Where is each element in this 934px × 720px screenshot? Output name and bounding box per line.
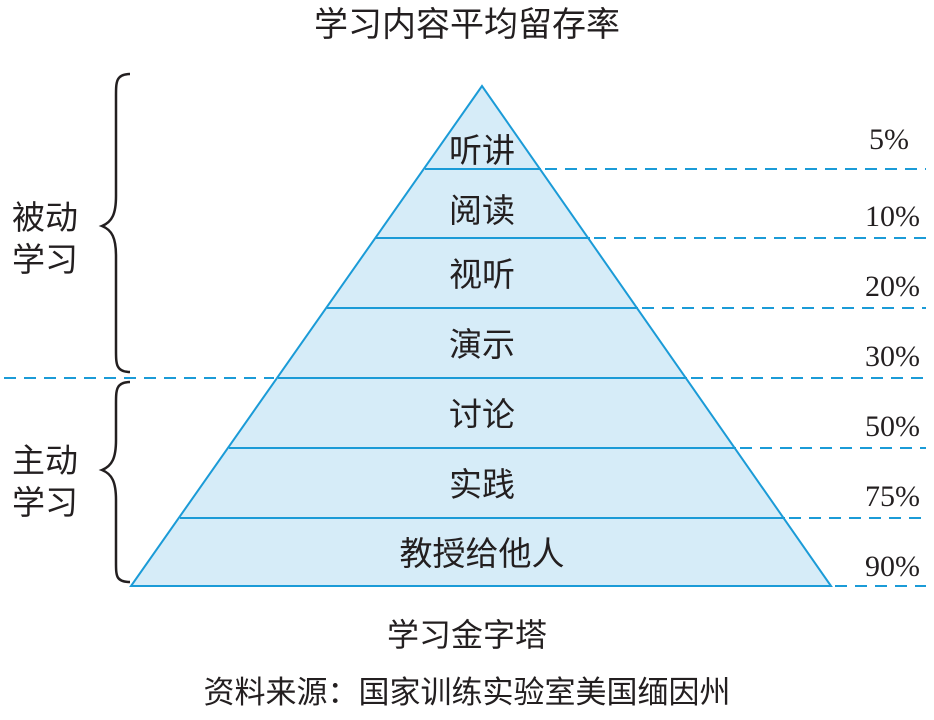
- layer-label: 视听: [449, 255, 515, 294]
- layer-label: 实践: [449, 465, 515, 504]
- retention-value: 75%: [865, 480, 920, 513]
- passive-group-label-line2: 学习: [12, 240, 78, 279]
- retention-leaders: [4, 168, 926, 587]
- passive-group-brace: [98, 72, 131, 374]
- layer-dividers: [180, 168, 785, 519]
- group-labels: 被动 学习 主动 学习: [12, 198, 78, 522]
- active-group-label-line2: 学习: [12, 483, 78, 522]
- layer-label: 演示: [449, 325, 515, 364]
- retention-value: 20%: [865, 270, 920, 303]
- retention-value: 30%: [865, 340, 920, 373]
- active-group-label-line1: 主动: [12, 441, 78, 480]
- layer-labels: 听讲 阅读 视听 演示 讨论 实践 教授给他人: [400, 131, 565, 573]
- source-note: 资料来源：国家训练实验室美国缅因州: [204, 675, 731, 711]
- active-group-brace: [98, 380, 131, 584]
- layer-label: 阅读: [449, 191, 515, 230]
- layer-label: 教授给他人: [400, 534, 565, 573]
- pyramid-body: [129, 84, 833, 587]
- diagram-caption: 学习金字塔: [387, 616, 547, 654]
- retention-values: 5% 10% 20% 30% 50% 75% 90%: [865, 123, 920, 583]
- diagram-title: 学习内容平均留存率: [314, 5, 620, 45]
- layer-label: 听讲: [449, 131, 515, 170]
- retention-value: 10%: [865, 200, 920, 233]
- retention-value: 90%: [865, 550, 920, 583]
- retention-value: 50%: [865, 410, 920, 443]
- retention-value: 5%: [869, 123, 909, 156]
- layer-label: 讨论: [449, 395, 515, 434]
- passive-group-label-line1: 被动: [12, 198, 78, 237]
